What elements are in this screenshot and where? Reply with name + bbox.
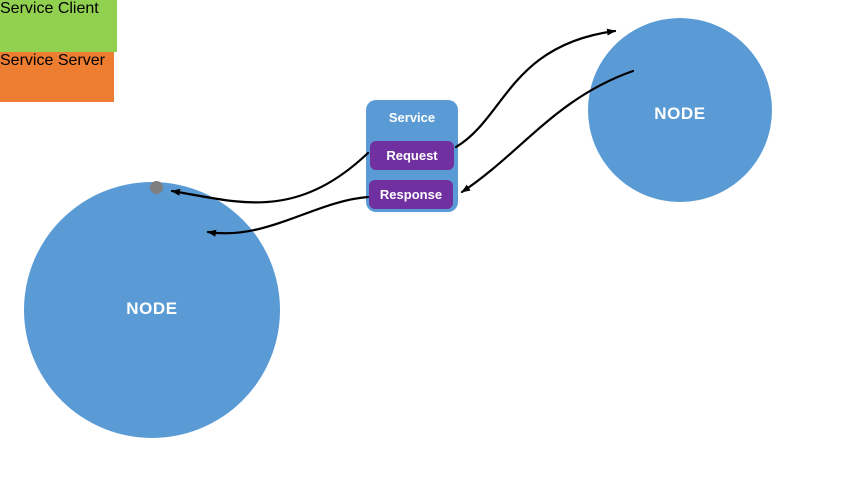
request-box: Request [370, 141, 454, 170]
service-server-ellipse: Service Server [0, 52, 114, 102]
service-server-label-line1: Service [0, 52, 54, 69]
response-box: Response [369, 180, 453, 209]
service-client-ellipse: Service Client [0, 0, 117, 52]
right-node-label: NODE [654, 104, 706, 123]
service-box-label: Service [388, 110, 436, 125]
junction-dot [150, 181, 163, 194]
left-node-label: NODE [126, 299, 178, 318]
service-server-label-line2: Server [57, 52, 105, 69]
service-client-label-line1: Service [0, 0, 54, 17]
service-client-label-line2: Client [57, 0, 99, 17]
